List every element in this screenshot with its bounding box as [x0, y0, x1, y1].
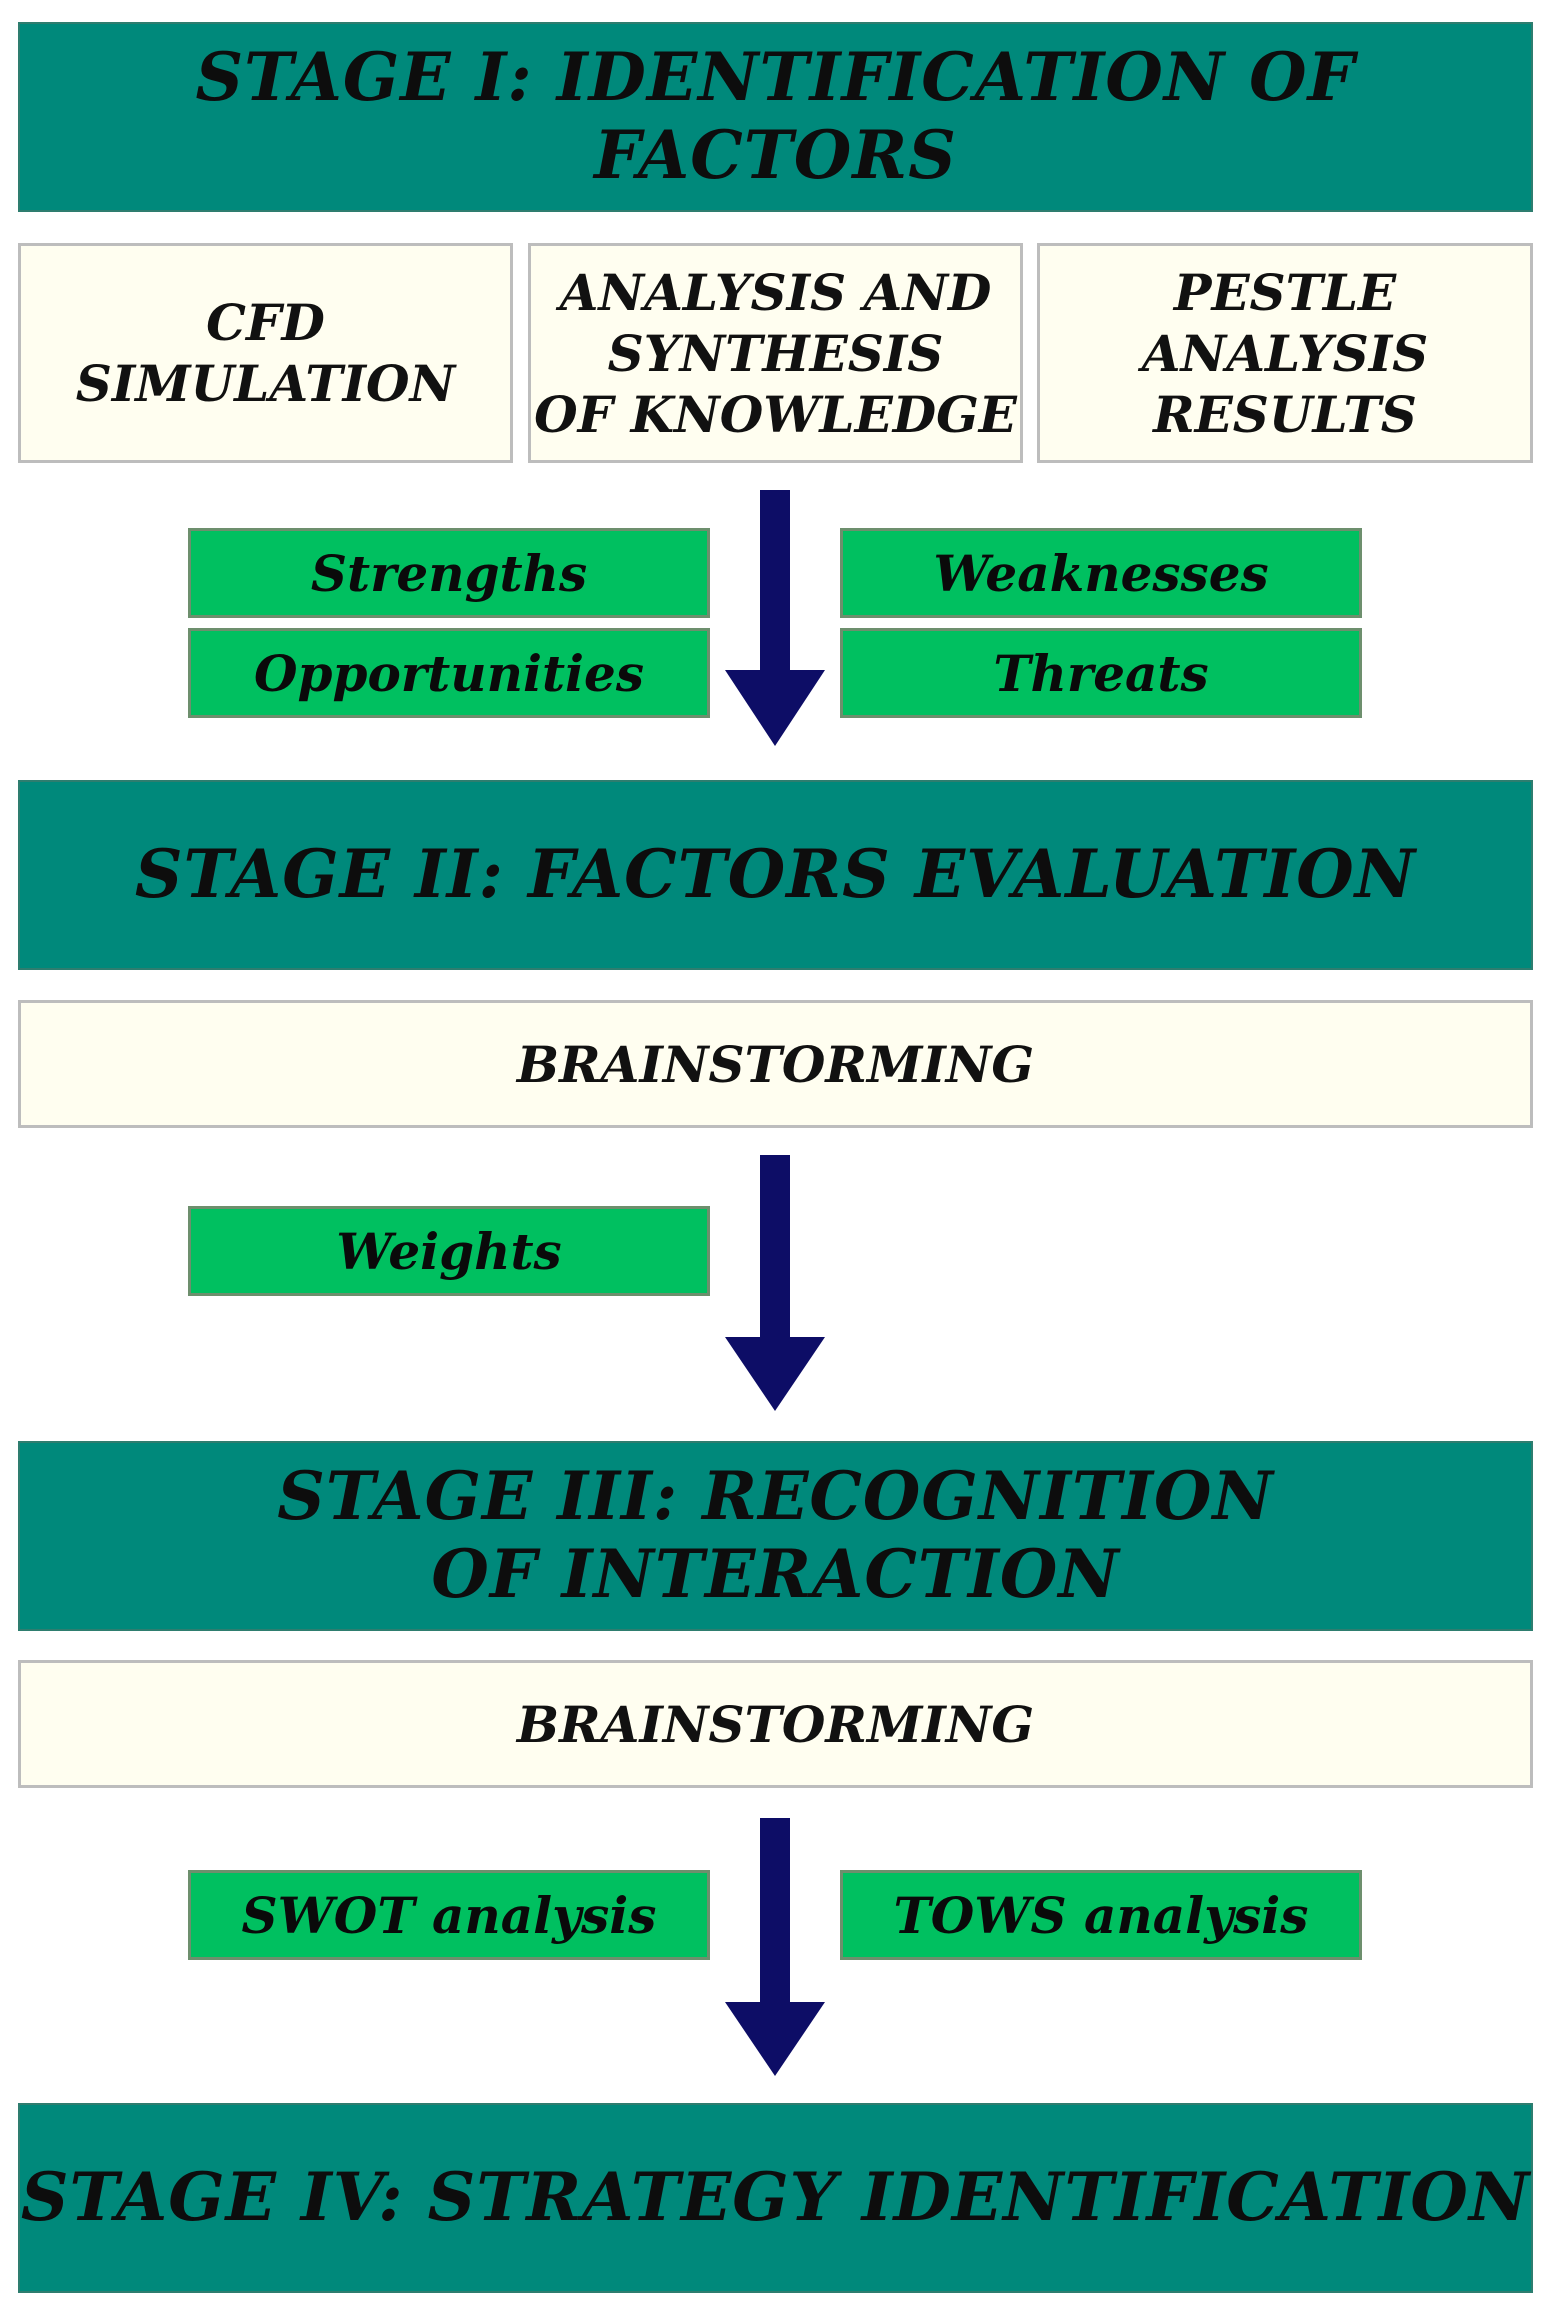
stage-1-box: STAGE I: IDENTIFICATION OF FACTORS [18, 22, 1533, 212]
source-label-line: ANALYSIS AND [559, 262, 992, 322]
arrow-head [725, 1337, 825, 1411]
source-pestle-analysis: PESTLE ANALYSIS RESULTS [1037, 243, 1533, 463]
source-label-line: SYNTHESIS [607, 323, 944, 383]
stage-3-title-line: STAGE III: RECOGNITION [277, 1457, 1274, 1536]
stage-4-box: STAGE IV: STRATEGY IDENTIFICATION [18, 2103, 1533, 2293]
output-tows-analysis: TOWS analysis [840, 1870, 1362, 1960]
arrow-head [725, 2002, 825, 2076]
method-label: BRAINSTORMING [516, 1034, 1035, 1094]
factor-label: Strengths [310, 543, 588, 603]
arrow-head [725, 670, 825, 746]
output-weights: Weights [188, 1206, 710, 1296]
factor-threats: Threats [840, 628, 1362, 718]
arrow-shaft [760, 490, 790, 670]
output-label: TOWS analysis [893, 1885, 1309, 1945]
arrow-shaft [760, 1155, 790, 1337]
down-arrow-3 [725, 1818, 825, 2076]
arrow-shaft [760, 1818, 790, 2002]
stage-2-box: STAGE II: FACTORS EVALUATION [18, 780, 1533, 970]
stage-2-title: STAGE II: FACTORS EVALUATION [134, 835, 1417, 914]
down-arrow-1 [725, 490, 825, 746]
stage-4-title: STAGE IV: STRATEGY IDENTIFICATION [20, 2158, 1531, 2237]
output-label: Weights [336, 1221, 562, 1281]
stage-1-title: STAGE I: IDENTIFICATION OF FACTORS [195, 38, 1356, 194]
output-swot-analysis: SWOT analysis [188, 1870, 710, 1960]
source-analysis-synthesis: ANALYSIS AND SYNTHESIS OF KNOWLEDGE [528, 243, 1023, 463]
down-arrow-2 [725, 1155, 825, 1411]
source-label-line: OF KNOWLEDGE [534, 384, 1017, 444]
source-label-line: PESTLE ANALYSIS [1141, 262, 1429, 383]
factor-label: Threats [993, 643, 1209, 703]
method-label: BRAINSTORMING [516, 1694, 1035, 1754]
factor-label: Weaknesses [933, 543, 1269, 603]
method-brainstorming-2: BRAINSTORMING [18, 1660, 1533, 1788]
stage-3-title-line: OF INTERACTION [431, 1535, 1120, 1613]
source-label-line: RESULTS [1153, 384, 1417, 444]
factor-label: Opportunities [253, 643, 644, 703]
stage-3-box: STAGE III: RECOGNITION OF INTERACTION [18, 1441, 1533, 1631]
factor-strengths: Strengths [188, 528, 710, 618]
source-label-line: CFD SIMULATION [75, 293, 456, 413]
factor-opportunities: Opportunities [188, 628, 710, 718]
output-label: SWOT analysis [241, 1885, 657, 1945]
factor-weaknesses: Weaknesses [840, 528, 1362, 618]
method-brainstorming-1: BRAINSTORMING [18, 1000, 1533, 1128]
source-cfd-simulation: CFD SIMULATION [18, 243, 513, 463]
